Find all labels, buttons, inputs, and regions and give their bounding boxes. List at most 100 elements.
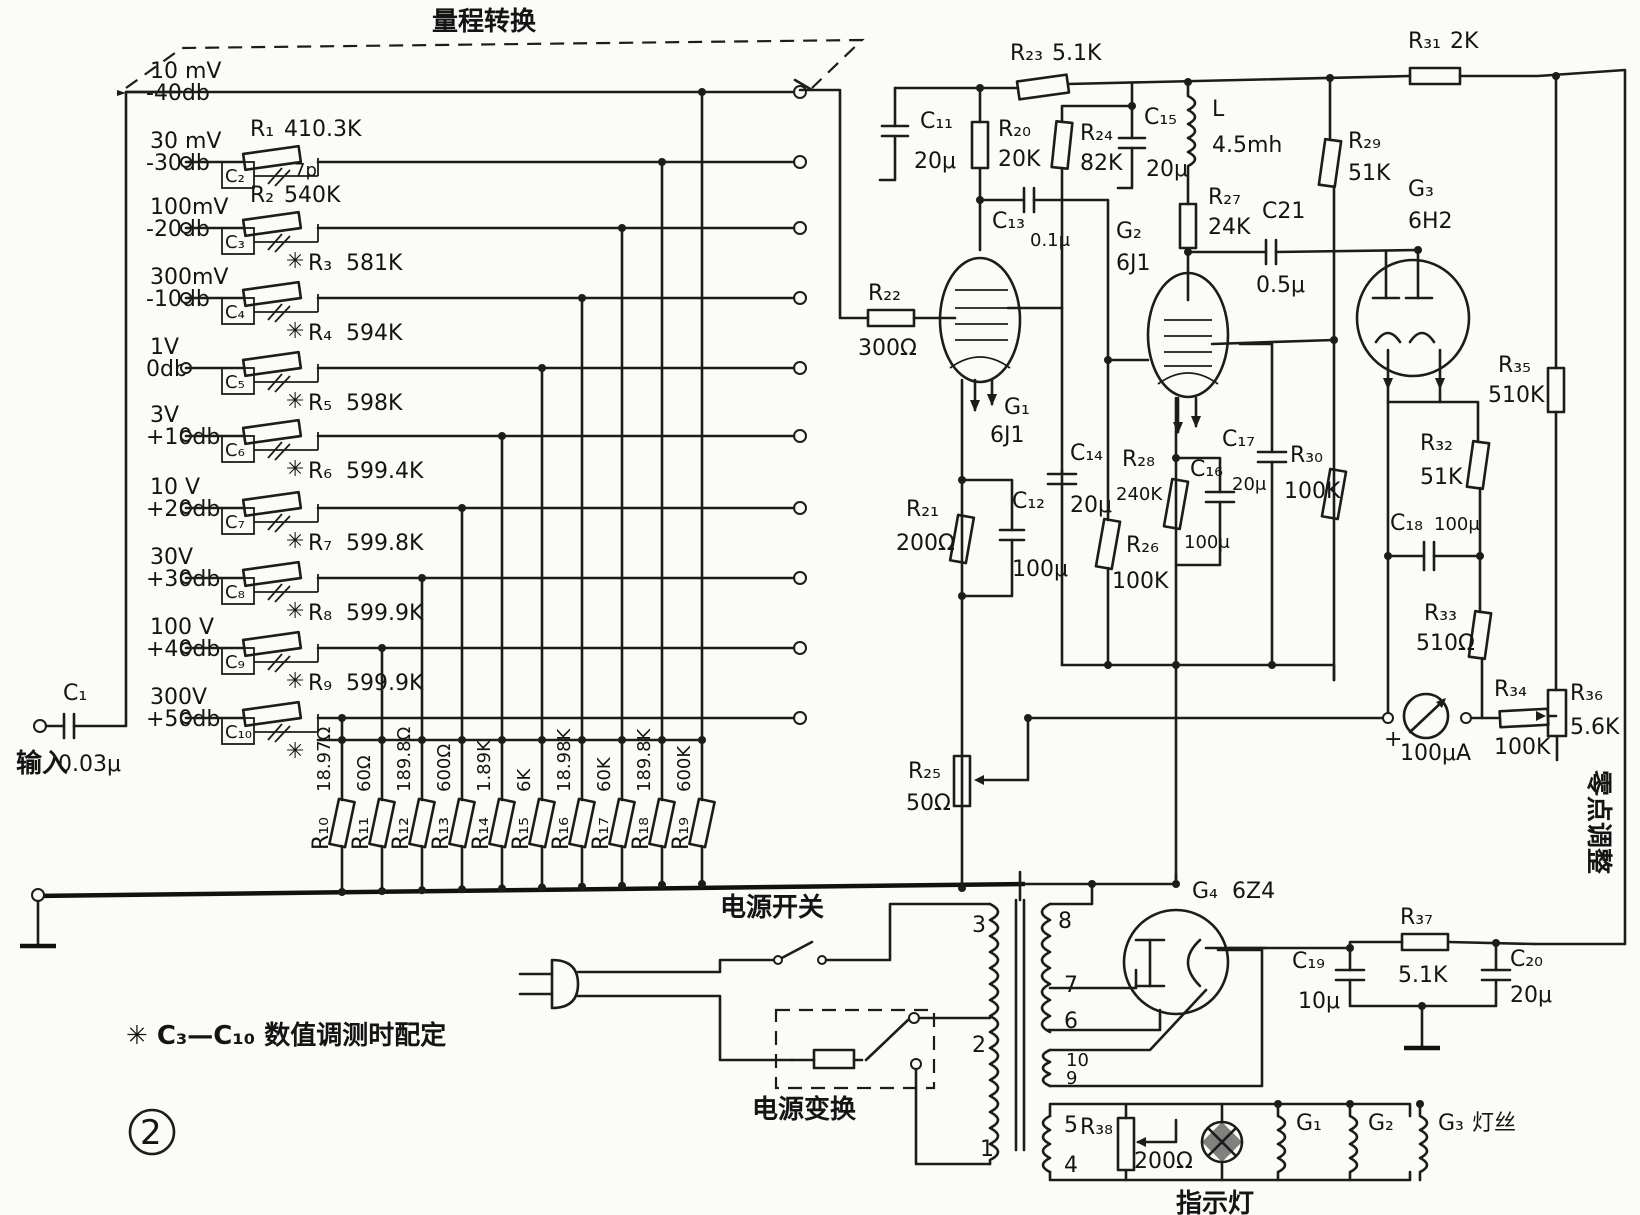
c19-value: 10μ [1298, 989, 1340, 1014]
series-resistor-4 [241, 350, 303, 378]
series-star-2: ✳ [286, 249, 304, 274]
series-cap-7: C₈ [225, 582, 245, 603]
c1-value: 0.03μ [58, 752, 121, 777]
r27-label: R₂₇ [1208, 185, 1241, 210]
series-cap-3: C₄ [225, 302, 245, 323]
range-contact-2[interactable] [793, 221, 807, 235]
g2-name: G₂ [1116, 219, 1142, 244]
series-cap-box-2 [221, 227, 255, 255]
r24-label: R₂₄ [1080, 121, 1113, 146]
ground-bus [20, 881, 1026, 949]
range-volt-5: 3V [150, 403, 179, 428]
r31-label: R₃₁ [1408, 29, 1441, 54]
shunt-name-4: R₁₄ [469, 817, 494, 850]
tap-6: 6 [1064, 1009, 1078, 1034]
c17-label: C₁₇ [1222, 427, 1255, 452]
series-rs-name-3: R₄ [308, 321, 332, 346]
range-db-1: -30db [146, 151, 210, 176]
shunt-value-3: 600Ω [434, 744, 455, 792]
r36-potentiometer[interactable] [1546, 688, 1568, 738]
series-rs-value-5: 599.4K [346, 459, 424, 484]
r25-potentiometer[interactable] [952, 754, 972, 808]
series-cap-box-7 [221, 577, 255, 605]
shunt-value-8: 189.8K [634, 727, 655, 792]
series-rs-name-5: R₆ [308, 459, 332, 484]
series-r-name-2: R₂ [250, 183, 274, 208]
c18-label: C₁₈ [1390, 511, 1423, 536]
c15-value: 20μ [1146, 157, 1188, 182]
footnote: ✳ C₃—C₁₀ 数值调测时配定 [126, 1020, 446, 1051]
r35-label: R₃₅ [1498, 353, 1531, 378]
filament-label-0: G₁ [1296, 1111, 1322, 1136]
amplifier: R₂₂ 300Ω R₂₃ 5.1K R₃₁ 2K C₁₁ 20μ R₂₀ 20K… [858, 29, 1627, 946]
range-volt-1: 30 mV [150, 129, 221, 154]
series-cap-box-6 [221, 507, 255, 535]
series-cap-box-8 [221, 647, 255, 675]
range-volt-2: 100mV [150, 195, 228, 220]
voltage-selector-box [774, 1008, 936, 1090]
r29-label: R₂₉ [1348, 129, 1381, 154]
r22-value: 300Ω [858, 336, 917, 361]
series-rs-value-6: 599.8K [346, 531, 424, 556]
shunt-value-1: 60Ω [354, 755, 375, 792]
r26-label: R₂₆ [1126, 533, 1159, 558]
series-star-8: ✳ [286, 669, 304, 694]
input-stage: C₁ 0.03μ 输入 [16, 90, 128, 779]
shunt-resistor-4 [488, 797, 516, 849]
shunt-resistor-9 [688, 797, 716, 849]
r25-value: 50Ω [906, 791, 951, 816]
range-contact-1[interactable] [793, 155, 807, 169]
series-cap-9: C₁₀ [225, 722, 252, 743]
c19-label: C₁₉ [1292, 949, 1325, 974]
g4-type: 6Z4 [1232, 879, 1275, 904]
mains-plug [550, 958, 580, 1010]
range-contact-9[interactable] [793, 711, 807, 725]
r30-value: 100K [1284, 479, 1341, 504]
range-contact-0[interactable] [793, 85, 807, 99]
input-terminal[interactable] [33, 719, 47, 733]
range-contact-4[interactable] [793, 361, 807, 375]
series-star-7: ✳ [286, 599, 304, 624]
range-volt-6: 10 V [150, 475, 200, 500]
power-switch[interactable] [776, 940, 814, 962]
r20-value: 20K [998, 147, 1041, 172]
range-contact-3[interactable] [793, 291, 807, 305]
r30-resistor [1320, 467, 1348, 521]
tap-3: 3 [972, 913, 986, 938]
shunt-name-5: R₁₅ [509, 817, 534, 850]
r37-value: 5.1K [1398, 963, 1448, 988]
shunt-name-0: R₁₀ [309, 817, 334, 850]
shunt-value-5: 6K [514, 768, 535, 792]
r24-resistor [1050, 119, 1074, 171]
transformer-primary [988, 902, 1000, 1166]
tap-5: 5 [1064, 1113, 1078, 1138]
series-resistor-2 [241, 210, 303, 238]
r35-resistor [1546, 366, 1566, 414]
range-contact-6[interactable] [793, 501, 807, 515]
r28-label: R₂₈ [1122, 447, 1155, 472]
tube-g3: G₃ 6H2 [1355, 177, 1471, 404]
r28-resistor [1162, 477, 1190, 531]
r26-value: 100K [1112, 569, 1169, 594]
shunt-value-0: 18.97Ω [314, 726, 335, 792]
range-contact-8[interactable] [793, 641, 807, 655]
range-contact-7[interactable] [793, 571, 807, 585]
r38-potentiometer[interactable] [1116, 1116, 1136, 1172]
range-switch-title: 量程转换 [432, 7, 537, 37]
rectifier-filament-winding [1041, 1048, 1052, 1088]
series-resistor-6 [241, 490, 303, 518]
r21-value: 200Ω [896, 531, 955, 556]
range-contact-5[interactable] [793, 429, 807, 443]
voltage-selector[interactable] [864, 1018, 910, 1062]
c12-value: 100μ [1012, 557, 1068, 582]
shunt-value-6: 18.98K [554, 727, 575, 792]
r31-value: 2K [1450, 29, 1479, 54]
ground-terminal[interactable] [31, 888, 45, 902]
series-star-4: ✳ [286, 389, 304, 414]
r21-label: R₂₁ [906, 497, 939, 522]
series-resistor-3 [241, 280, 303, 308]
filament-coil-1 [1348, 1102, 1359, 1182]
